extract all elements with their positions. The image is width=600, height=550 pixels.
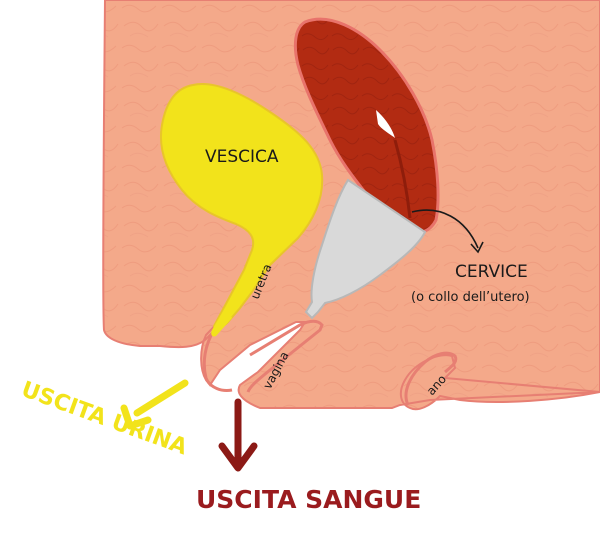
cervix-pointer-arrow <box>411 209 479 249</box>
label-cervice-sub: (o collo dell’utero) <box>411 290 530 305</box>
cervix-pointer-arrowhead <box>470 241 484 254</box>
skin-fold-vagina <box>246 319 324 393</box>
uterine-cavity <box>376 110 395 138</box>
uterine-canal <box>393 139 412 219</box>
blood-exit-arrow <box>218 398 258 472</box>
label-cervice: CERVICE <box>455 262 528 282</box>
menstrual-cup <box>304 178 427 320</box>
skin-fold-anus <box>404 351 458 406</box>
label-vescica: VESCICA <box>205 147 279 167</box>
label-uscita-sangue: USCITA SANGUE <box>196 485 421 514</box>
skin-fold-urethra <box>202 329 233 392</box>
label-uscita-urina: USCITA URINA <box>18 377 190 460</box>
urine-exit-arrow <box>120 379 189 430</box>
urethra-channel <box>211 306 232 337</box>
